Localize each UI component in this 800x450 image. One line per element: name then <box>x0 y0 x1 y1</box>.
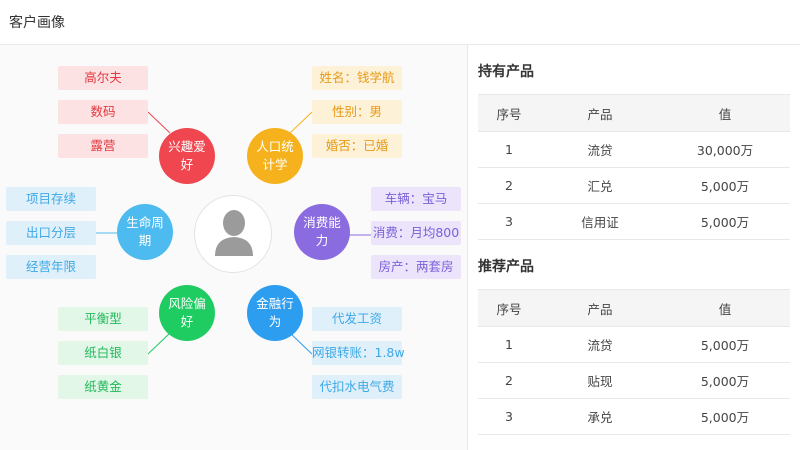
hub-consumption[interactable]: 消费能力 <box>294 204 350 260</box>
table-row: 1 流贷 5,000万 <box>478 326 790 363</box>
interest-tag[interactable]: 露营 <box>58 134 148 158</box>
cell-index: 3 <box>478 203 540 240</box>
demographic-tag[interactable]: 性别：男 <box>312 100 402 124</box>
cell-index: 2 <box>478 167 540 204</box>
hub-interest[interactable]: 兴趣爱好 <box>159 128 215 184</box>
cell-product: 流贷 <box>540 131 660 168</box>
cell-index: 2 <box>478 362 540 399</box>
cell-value: 5,000万 <box>660 167 790 204</box>
page-title: 客户画像 <box>9 15 65 31</box>
cell-product: 贴现 <box>540 362 660 399</box>
hub-financial-label: 金融行为 <box>256 296 294 329</box>
hub-financial[interactable]: 金融行为 <box>247 285 303 341</box>
holdings-table: 序号 产品 值 1 流贷 30,000万 2 汇兑 5,000万 3 信用证 5… <box>478 94 790 240</box>
cell-value: 5,000万 <box>660 398 790 435</box>
table-header-row: 序号 产品 值 <box>478 289 790 327</box>
risk-tag[interactable]: 纸黄金 <box>58 375 148 399</box>
hub-demographic[interactable]: 人口统计学 <box>247 128 303 184</box>
consumption-tag[interactable]: 房产：两套房 <box>371 255 461 279</box>
demographic-tag[interactable]: 婚否：已婚 <box>312 134 402 158</box>
column-header: 序号 <box>478 289 540 327</box>
lifecycle-tag[interactable]: 经营年限 <box>6 255 96 279</box>
column-header: 序号 <box>478 94 540 132</box>
hub-lifecycle-label: 生命周期 <box>126 215 164 248</box>
financial-tag[interactable]: 代发工资 <box>312 307 402 331</box>
consumption-tag[interactable]: 消费：月均800 <box>371 221 461 245</box>
consumption-tag[interactable]: 车辆：宝马 <box>371 187 461 211</box>
cell-value: 30,000万 <box>660 131 790 168</box>
hub-consumption-label: 消费能力 <box>303 215 341 248</box>
demographic-tag[interactable]: 姓名：钱学航 <box>312 66 402 90</box>
cell-index: 3 <box>478 398 540 435</box>
cell-product: 汇兑 <box>540 167 660 204</box>
cell-value: 5,000万 <box>660 326 790 363</box>
interest-tag[interactable]: 数码 <box>58 100 148 124</box>
recommended-title: 推荐产品 <box>478 259 534 275</box>
risk-tag[interactable]: 平衡型 <box>58 307 148 331</box>
cell-product: 流贷 <box>540 326 660 363</box>
cell-index: 1 <box>478 131 540 168</box>
column-header: 产品 <box>540 94 660 132</box>
table-row: 3 信用证 5,000万 <box>478 203 790 240</box>
risk-tag[interactable]: 纸白银 <box>58 341 148 365</box>
cell-index: 1 <box>478 326 540 363</box>
financial-tag[interactable]: 网银转账：1.8w <box>312 341 405 365</box>
avatar <box>194 195 272 273</box>
column-header: 值 <box>660 289 790 327</box>
cell-value: 5,000万 <box>660 362 790 399</box>
table-row: 2 贴现 5,000万 <box>478 362 790 399</box>
holdings-title: 持有产品 <box>478 64 534 80</box>
user-icon <box>215 210 253 256</box>
interest-tag[interactable]: 高尔夫 <box>58 66 148 90</box>
column-header: 值 <box>660 94 790 132</box>
table-row: 1 流贷 30,000万 <box>478 131 790 168</box>
lifecycle-tag[interactable]: 项目存续 <box>6 187 96 211</box>
hub-lifecycle[interactable]: 生命周期 <box>117 204 173 260</box>
page-header: 客户画像 <box>0 0 800 45</box>
cell-value: 5,000万 <box>660 203 790 240</box>
column-header: 产品 <box>540 289 660 327</box>
hub-demographic-label: 人口统计学 <box>256 139 294 172</box>
table-row: 2 汇兑 5,000万 <box>478 167 790 204</box>
hub-risk[interactable]: 风险偏好 <box>159 285 215 341</box>
cell-product: 承兑 <box>540 398 660 435</box>
lifecycle-tag[interactable]: 出口分层 <box>6 221 96 245</box>
financial-tag[interactable]: 代扣水电气费 <box>312 375 402 399</box>
hub-interest-label: 兴趣爱好 <box>168 139 206 172</box>
hub-risk-label: 风险偏好 <box>168 296 206 329</box>
cell-product: 信用证 <box>540 203 660 240</box>
table-row: 3 承兑 5,000万 <box>478 398 790 435</box>
panel-divider <box>467 45 468 450</box>
table-header-row: 序号 产品 值 <box>478 94 790 132</box>
recommended-table: 序号 产品 值 1 流贷 5,000万 2 贴现 5,000万 3 承兑 5,0… <box>478 289 790 435</box>
